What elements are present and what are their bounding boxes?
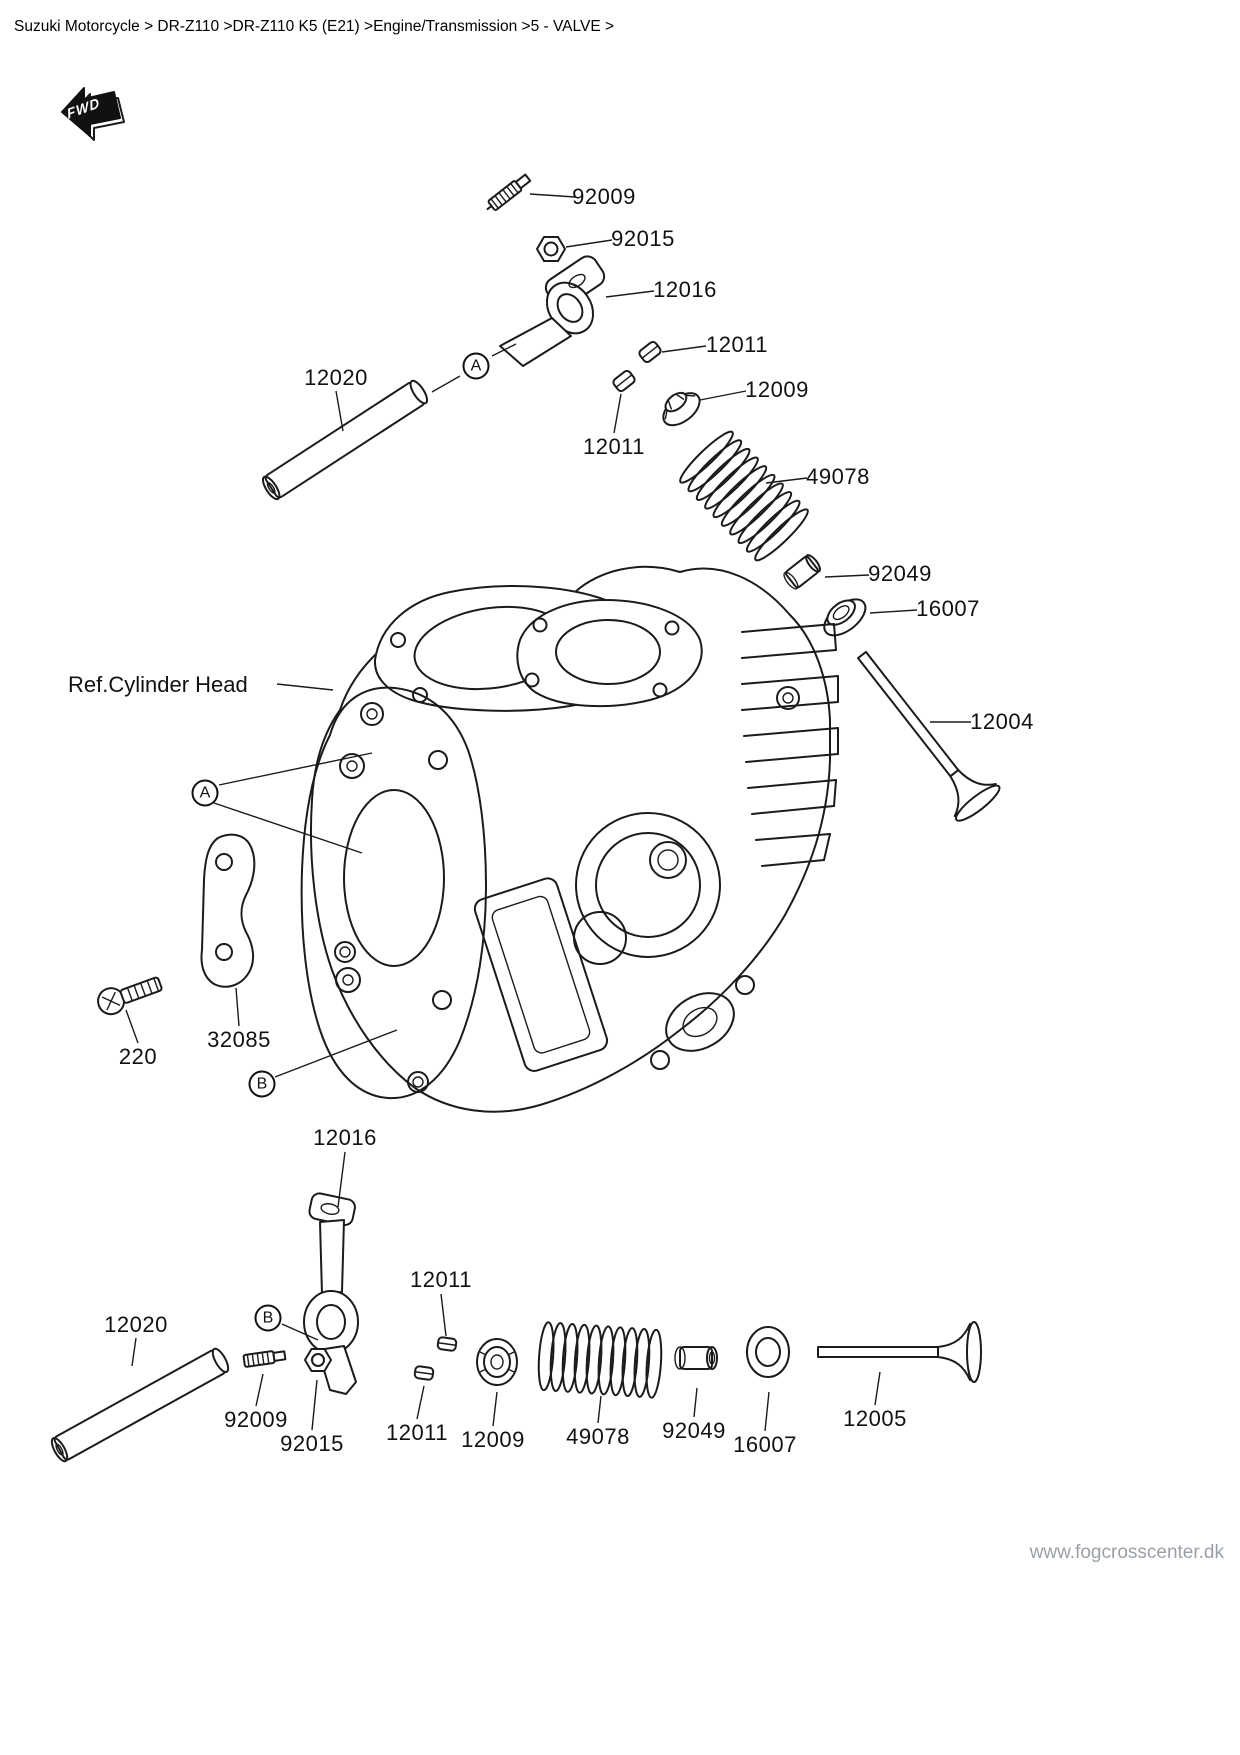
breadcrumb[interactable]: Suzuki Motorcycle > DR-Z110 >DR-Z110 K5 … <box>14 18 615 35</box>
callout-keeper-bottom-1: 12011 <box>409 1267 473 1292</box>
valve-spring-bottom <box>537 1321 663 1399</box>
callout-retainer-top: 12009 <box>745 377 809 402</box>
callout-keeper-bottom-2: 12011 <box>385 1420 449 1445</box>
cooling-fins <box>741 623 839 867</box>
spring-retainer-bottom <box>476 1338 518 1386</box>
adjuster-screw-top <box>486 173 532 211</box>
callout-spring-bottom: 49078 <box>566 1424 630 1449</box>
locknut-bottom <box>304 1348 332 1372</box>
marker-a-left: A <box>191 779 219 807</box>
head-gasket-right <box>516 599 703 708</box>
callout-seat-bottom: 92049 <box>662 1418 726 1443</box>
callout-plate: 32085 <box>207 1027 271 1052</box>
callout-retainer-bottom: 12009 <box>461 1427 525 1452</box>
locknut-top <box>536 236 566 262</box>
callout-shaft-top: 12020 <box>304 365 368 390</box>
fwd-arrow-icon <box>61 87 125 141</box>
marker-b-bottom: B <box>254 1304 282 1332</box>
valve-keeper-bottom-1 <box>436 1336 458 1352</box>
callout-locknut-top: 92015 <box>611 226 675 251</box>
spring-seat-bottom <box>674 1346 718 1370</box>
callout-adjuster-screw-bottom: 92009 <box>224 1407 288 1432</box>
side-cover-gasket <box>300 686 487 1100</box>
exhaust-valve <box>817 1321 982 1383</box>
valve-keeper-bottom-2 <box>413 1365 435 1381</box>
watermark: www.fogcrosscenter.dk <box>1029 1542 1224 1563</box>
callout-rocker-arm-bottom: 12016 <box>313 1125 377 1150</box>
cam-chain-tunnel <box>473 877 609 1072</box>
callout-bolt: 220 <box>118 1044 158 1069</box>
valve-spring-top <box>679 430 809 562</box>
callout-locknut-bottom: 92015 <box>280 1431 344 1456</box>
callout-keeper-top-2: 12011 <box>582 434 646 459</box>
rocker-arm-top <box>499 255 606 367</box>
spring-seat-top <box>783 554 821 590</box>
callout-rocker-arm-top: 12016 <box>653 277 717 302</box>
spring-retainer-top <box>662 391 701 427</box>
bolt-220 <box>97 976 163 1016</box>
marker-a-top: A <box>462 352 490 380</box>
adjuster-screw-bottom <box>242 1350 287 1368</box>
leader-lines <box>125 193 971 1432</box>
side-plate <box>200 833 256 988</box>
valve-seal-top <box>823 598 867 637</box>
callout-exhaust-valve: 12005 <box>843 1406 907 1431</box>
callout-adjuster-screw-top: 92009 <box>572 184 636 209</box>
callout-seat-top: 92049 <box>868 561 932 586</box>
marker-b-left: B <box>248 1070 276 1098</box>
intake-valve <box>857 650 1001 822</box>
callout-spring-top: 49078 <box>806 464 870 489</box>
valve-keeper-top-1 <box>638 340 662 364</box>
valve-keeper-top-2 <box>612 369 636 393</box>
callout-seal-bottom: 16007 <box>733 1432 797 1457</box>
callout-shaft-bottom: 12020 <box>104 1312 168 1337</box>
valve-seal-bottom <box>746 1326 790 1378</box>
rocker-shaft-bottom <box>50 1347 230 1463</box>
ref-cylinder-head-label: Ref.Cylinder Head <box>68 672 248 697</box>
callout-intake-valve: 12004 <box>970 709 1034 734</box>
callout-seal-top: 16007 <box>916 596 980 621</box>
rocker-shaft-top <box>261 379 429 501</box>
callout-keeper-top-1: 12011 <box>705 332 769 357</box>
